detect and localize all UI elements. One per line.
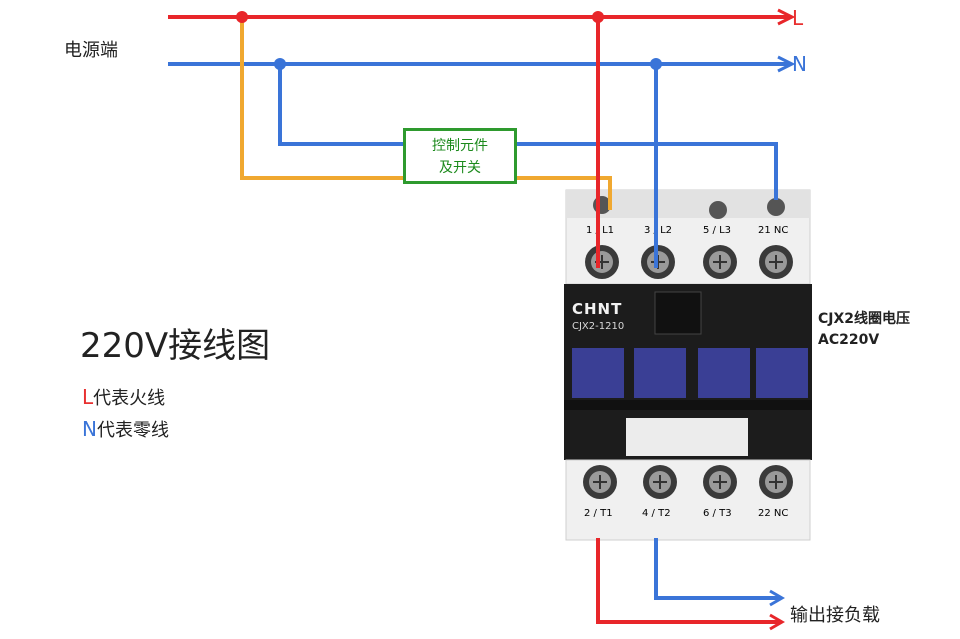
- legend-live: L代表火线: [82, 384, 165, 410]
- contactor-button-4: [756, 348, 808, 398]
- top-screw-1: [585, 245, 619, 279]
- output-live-wire: [596, 538, 780, 624]
- legend-live-text: 代表火线: [93, 388, 166, 409]
- legend-neutral-key: N: [82, 417, 97, 441]
- live-arrow-icon: [777, 8, 796, 26]
- contactor-button-2: [634, 348, 686, 398]
- bottom-terminal-label-2: 4 / T2: [642, 508, 671, 519]
- contactor-brand: CHNT: [572, 300, 623, 318]
- contactor: 1 / L1 3 / L2 5 / L3 21 NC 2 / T1 4 / T2…: [564, 189, 812, 541]
- coil-voltage-label: CJX2线圈电压: [818, 311, 911, 327]
- contactor-button-3: [698, 348, 750, 398]
- top-terminal-label-3: 5 / L3: [703, 225, 731, 236]
- bottom-terminal-label-3: 6 / T3: [703, 508, 732, 519]
- live-line-label: L: [792, 6, 804, 30]
- top-screw-3: [703, 245, 737, 279]
- control-label-line2: 及开关: [439, 160, 481, 176]
- diagram-title: 220V接线图: [80, 326, 271, 366]
- neutral-arrow-icon: [777, 55, 796, 73]
- neutral-line-label: N: [792, 52, 807, 76]
- legend-live-key: L: [82, 385, 94, 409]
- top-terminal-label-2: 3 / L2: [644, 225, 672, 236]
- contactor-nameplate: [626, 418, 748, 456]
- source-label: 电源端: [64, 40, 118, 61]
- bottom-terminal-label-1: 2 / T1: [584, 508, 613, 519]
- control-output-wire: [515, 176, 612, 210]
- bottom-terminal-label-4: 22 NC: [758, 508, 788, 519]
- top-screw-4: [759, 245, 793, 279]
- bottom-screw-3: [703, 465, 737, 499]
- control-neutral-wire: [278, 64, 405, 146]
- output-live-arrow-icon: [769, 613, 785, 631]
- output-neutral-arrow-icon: [769, 589, 785, 607]
- legend-neutral-text: 代表零线: [96, 420, 169, 441]
- bottom-screw-4: [759, 465, 793, 499]
- bottom-screw-2: [643, 465, 677, 499]
- control-label-line1: 控制元件: [432, 138, 488, 154]
- top-terminal-label-1: 1 / L1: [586, 225, 614, 236]
- junction-dot-3: [274, 58, 286, 70]
- contactor-button-1: [572, 348, 624, 398]
- top-terminal-label-4: 21 NC: [758, 225, 788, 236]
- control-element-box: 控制元件 及开关: [403, 128, 517, 184]
- contactor-model: CJX2-1210: [572, 321, 625, 332]
- junction-dot-2: [592, 11, 604, 23]
- junction-dot-1: [236, 11, 248, 23]
- junction-dot-4: [650, 58, 662, 70]
- coil-voltage-value: AC220V: [818, 332, 880, 348]
- output-neutral-wire: [654, 538, 780, 600]
- legend-neutral: N代表零线: [82, 416, 169, 442]
- coil-neutral-wire: [515, 142, 778, 200]
- control-live-wire: [240, 17, 405, 180]
- output-load-label: 输出接负载: [790, 605, 880, 626]
- bottom-screw-1: [583, 465, 617, 499]
